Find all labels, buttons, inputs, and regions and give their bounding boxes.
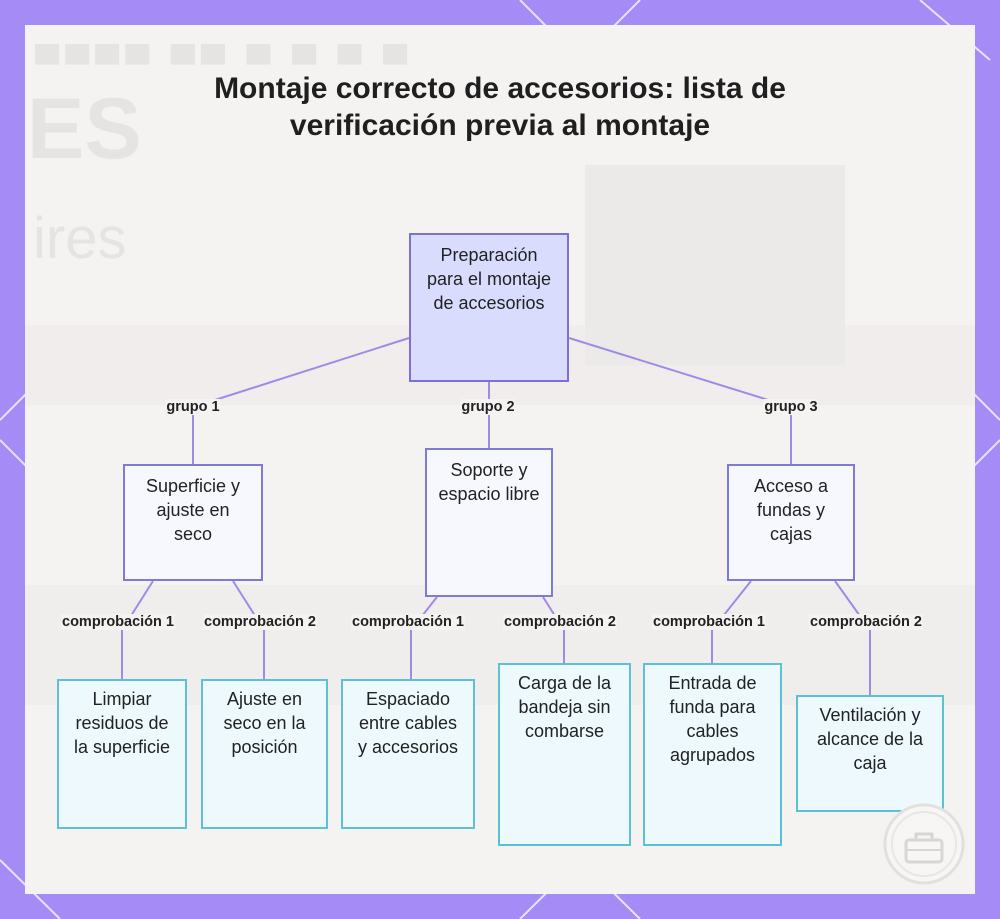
toolbox-logo-icon bbox=[882, 802, 966, 886]
edge-label-group-3: grupo 3 bbox=[763, 399, 818, 415]
check-node-2-2: Carga de la bandeja sin combarse bbox=[498, 663, 631, 846]
check-node-2-2-label: Carga de la bandeja sin combarse bbox=[515, 671, 615, 743]
check-node-1-2: Ajuste en seco en la posición bbox=[201, 679, 328, 829]
check-node-1-1: Limpiar residuos de la superficie bbox=[57, 679, 187, 829]
edge-label-check-2-1: comprobación 1 bbox=[351, 614, 465, 630]
edge-label-check-1-2: comprobación 2 bbox=[203, 614, 317, 630]
check-node-3-1: Entrada de funda para cables agrupados bbox=[643, 663, 782, 846]
check-node-2-1-label: Espaciado entre cables y accesorios bbox=[353, 687, 463, 759]
edge-label-check-3-2: comprobación 2 bbox=[809, 614, 923, 630]
root-node-label: Preparación para el montaje de accesorio… bbox=[421, 243, 557, 315]
group-node-2: Soporte y espacio libre bbox=[425, 448, 553, 597]
check-node-2-1: Espaciado entre cables y accesorios bbox=[341, 679, 475, 829]
edge-root-group-3 bbox=[569, 338, 791, 407]
edge-root-group-1 bbox=[193, 338, 409, 407]
group-node-3: Acceso a fundas y cajas bbox=[727, 464, 855, 581]
check-node-1-1-label: Limpiar residuos de la superficie bbox=[69, 687, 175, 759]
edge-label-group-1: grupo 1 bbox=[165, 399, 220, 415]
group-node-1-label: Superficie y ajuste en seco bbox=[135, 474, 251, 546]
check-node-1-2-label: Ajuste en seco en la posición bbox=[213, 687, 316, 759]
group-node-2-label: Soporte y espacio libre bbox=[437, 458, 541, 506]
check-node-3-1-label: Entrada de funda para cables agrupados bbox=[663, 671, 763, 767]
root-node: Preparación para el montaje de accesorio… bbox=[409, 233, 569, 382]
group-node-1: Superficie y ajuste en seco bbox=[123, 464, 263, 581]
group-node-3-label: Acceso a fundas y cajas bbox=[739, 474, 843, 546]
check-node-3-2-label: Ventilación y alcance de la caja bbox=[808, 703, 932, 775]
check-node-3-2: Ventilación y alcance de la caja bbox=[796, 695, 944, 812]
edge-label-check-1-1: comprobación 1 bbox=[61, 614, 175, 630]
edge-label-group-2: grupo 2 bbox=[460, 399, 515, 415]
edge-label-check-3-1: comprobación 1 bbox=[652, 614, 766, 630]
edge-label-check-2-2: comprobación 2 bbox=[503, 614, 617, 630]
